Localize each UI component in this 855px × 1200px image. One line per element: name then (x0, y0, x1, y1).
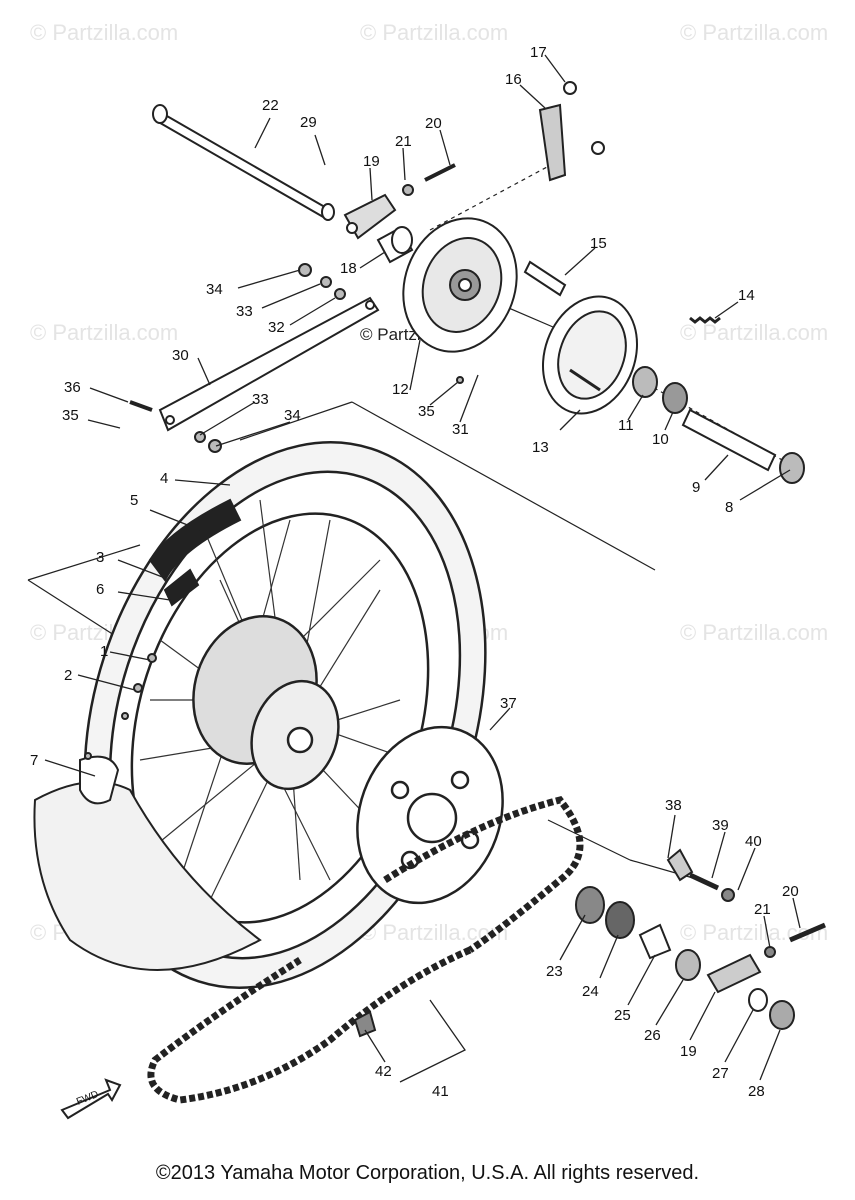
callout-26: 26 (644, 1027, 661, 1044)
callout-7: 7 (30, 752, 38, 769)
callout-27: 27 (712, 1065, 729, 1082)
callout-33-bottom: 33 (252, 391, 269, 408)
callout-3: 3 (96, 549, 104, 566)
callout-11: 11 (618, 417, 634, 434)
callout-10: 10 (652, 431, 669, 448)
callout-17: 17 (530, 44, 547, 61)
callout-24: 24 (582, 983, 599, 1000)
callout-19-bottom: 19 (680, 1043, 697, 1060)
watermark: © Partzilla.com (680, 20, 828, 45)
leader-lines (44, 54, 801, 1083)
small-fasteners (84, 163, 464, 760)
brake-cam-lever (538, 81, 605, 182)
callout-38: 38 (665, 797, 682, 814)
callout-25: 25 (614, 1007, 631, 1024)
right-adjuster-group (575, 848, 826, 1030)
spacer (376, 226, 414, 264)
callout-20-top: 20 (425, 115, 442, 132)
callout-15: 15 (590, 235, 607, 252)
callout-13: 13 (532, 439, 549, 456)
callout-14: 14 (738, 287, 755, 304)
callout-36: 36 (64, 379, 81, 396)
axle (152, 104, 335, 221)
sprocket (356, 725, 504, 905)
drive-chain (147, 796, 584, 1104)
callout-8: 8 (725, 499, 733, 516)
fwd-arrow: FWD (60, 1078, 122, 1120)
callout-21-top: 21 (395, 133, 412, 150)
spring (689, 316, 721, 324)
callout-35-center: 35 (418, 403, 435, 420)
watermark: © Partzilla.com (680, 320, 828, 345)
tension-bar (158, 296, 380, 432)
watermark: © Partzilla.com (680, 620, 828, 645)
callout-42: 42 (375, 1063, 392, 1080)
watermark: © Partzilla.com (30, 320, 178, 345)
callout-34-bottom: 34 (284, 407, 301, 424)
callout-32: 32 (268, 319, 285, 336)
callout-28: 28 (748, 1083, 765, 1100)
master-link (353, 1010, 377, 1038)
callout-33-top: 33 (236, 303, 253, 320)
brake-shoe (541, 295, 639, 415)
callout-41: 41 (432, 1083, 449, 1100)
hub-bearings (632, 366, 805, 484)
callout-35-left: 35 (62, 407, 79, 424)
callout-30: 30 (172, 347, 189, 364)
callout-5: 5 (130, 492, 138, 509)
chain-adjuster-top (343, 193, 397, 240)
callouts: 22 29 19 21 20 17 16 15 14 18 34 33 32 3… (30, 44, 799, 1100)
callout-12: 12 (392, 381, 409, 398)
callout-18: 18 (340, 260, 357, 277)
callout-2: 2 (64, 667, 72, 684)
callout-16: 16 (505, 71, 522, 88)
callout-20-bottom: 20 (782, 883, 799, 900)
copyright-notice: ©2013 Yamaha Motor Corporation, U.S.A. A… (155, 1162, 700, 1184)
callout-29: 29 (300, 114, 317, 131)
callout-23: 23 (546, 963, 563, 980)
callout-31: 31 (452, 421, 469, 438)
callout-6: 6 (96, 581, 104, 598)
rim-band (148, 498, 242, 607)
callout-9: 9 (692, 479, 700, 496)
camshaft (523, 260, 567, 297)
watermark: © Partzilla.com (30, 20, 178, 45)
callout-22: 22 (262, 97, 279, 114)
callout-21-bottom: 21 (754, 901, 771, 918)
callout-40: 40 (745, 833, 762, 850)
callout-4: 4 (160, 470, 168, 487)
watermark: © Partzilla.com (360, 20, 508, 45)
tire-cutaway (33, 755, 262, 971)
brake-plate (402, 217, 518, 353)
callout-1: 1 (100, 643, 108, 660)
callout-39: 39 (712, 817, 729, 834)
callout-34-top: 34 (206, 281, 223, 298)
callout-37: 37 (500, 695, 517, 712)
callout-19-top: 19 (363, 153, 380, 170)
